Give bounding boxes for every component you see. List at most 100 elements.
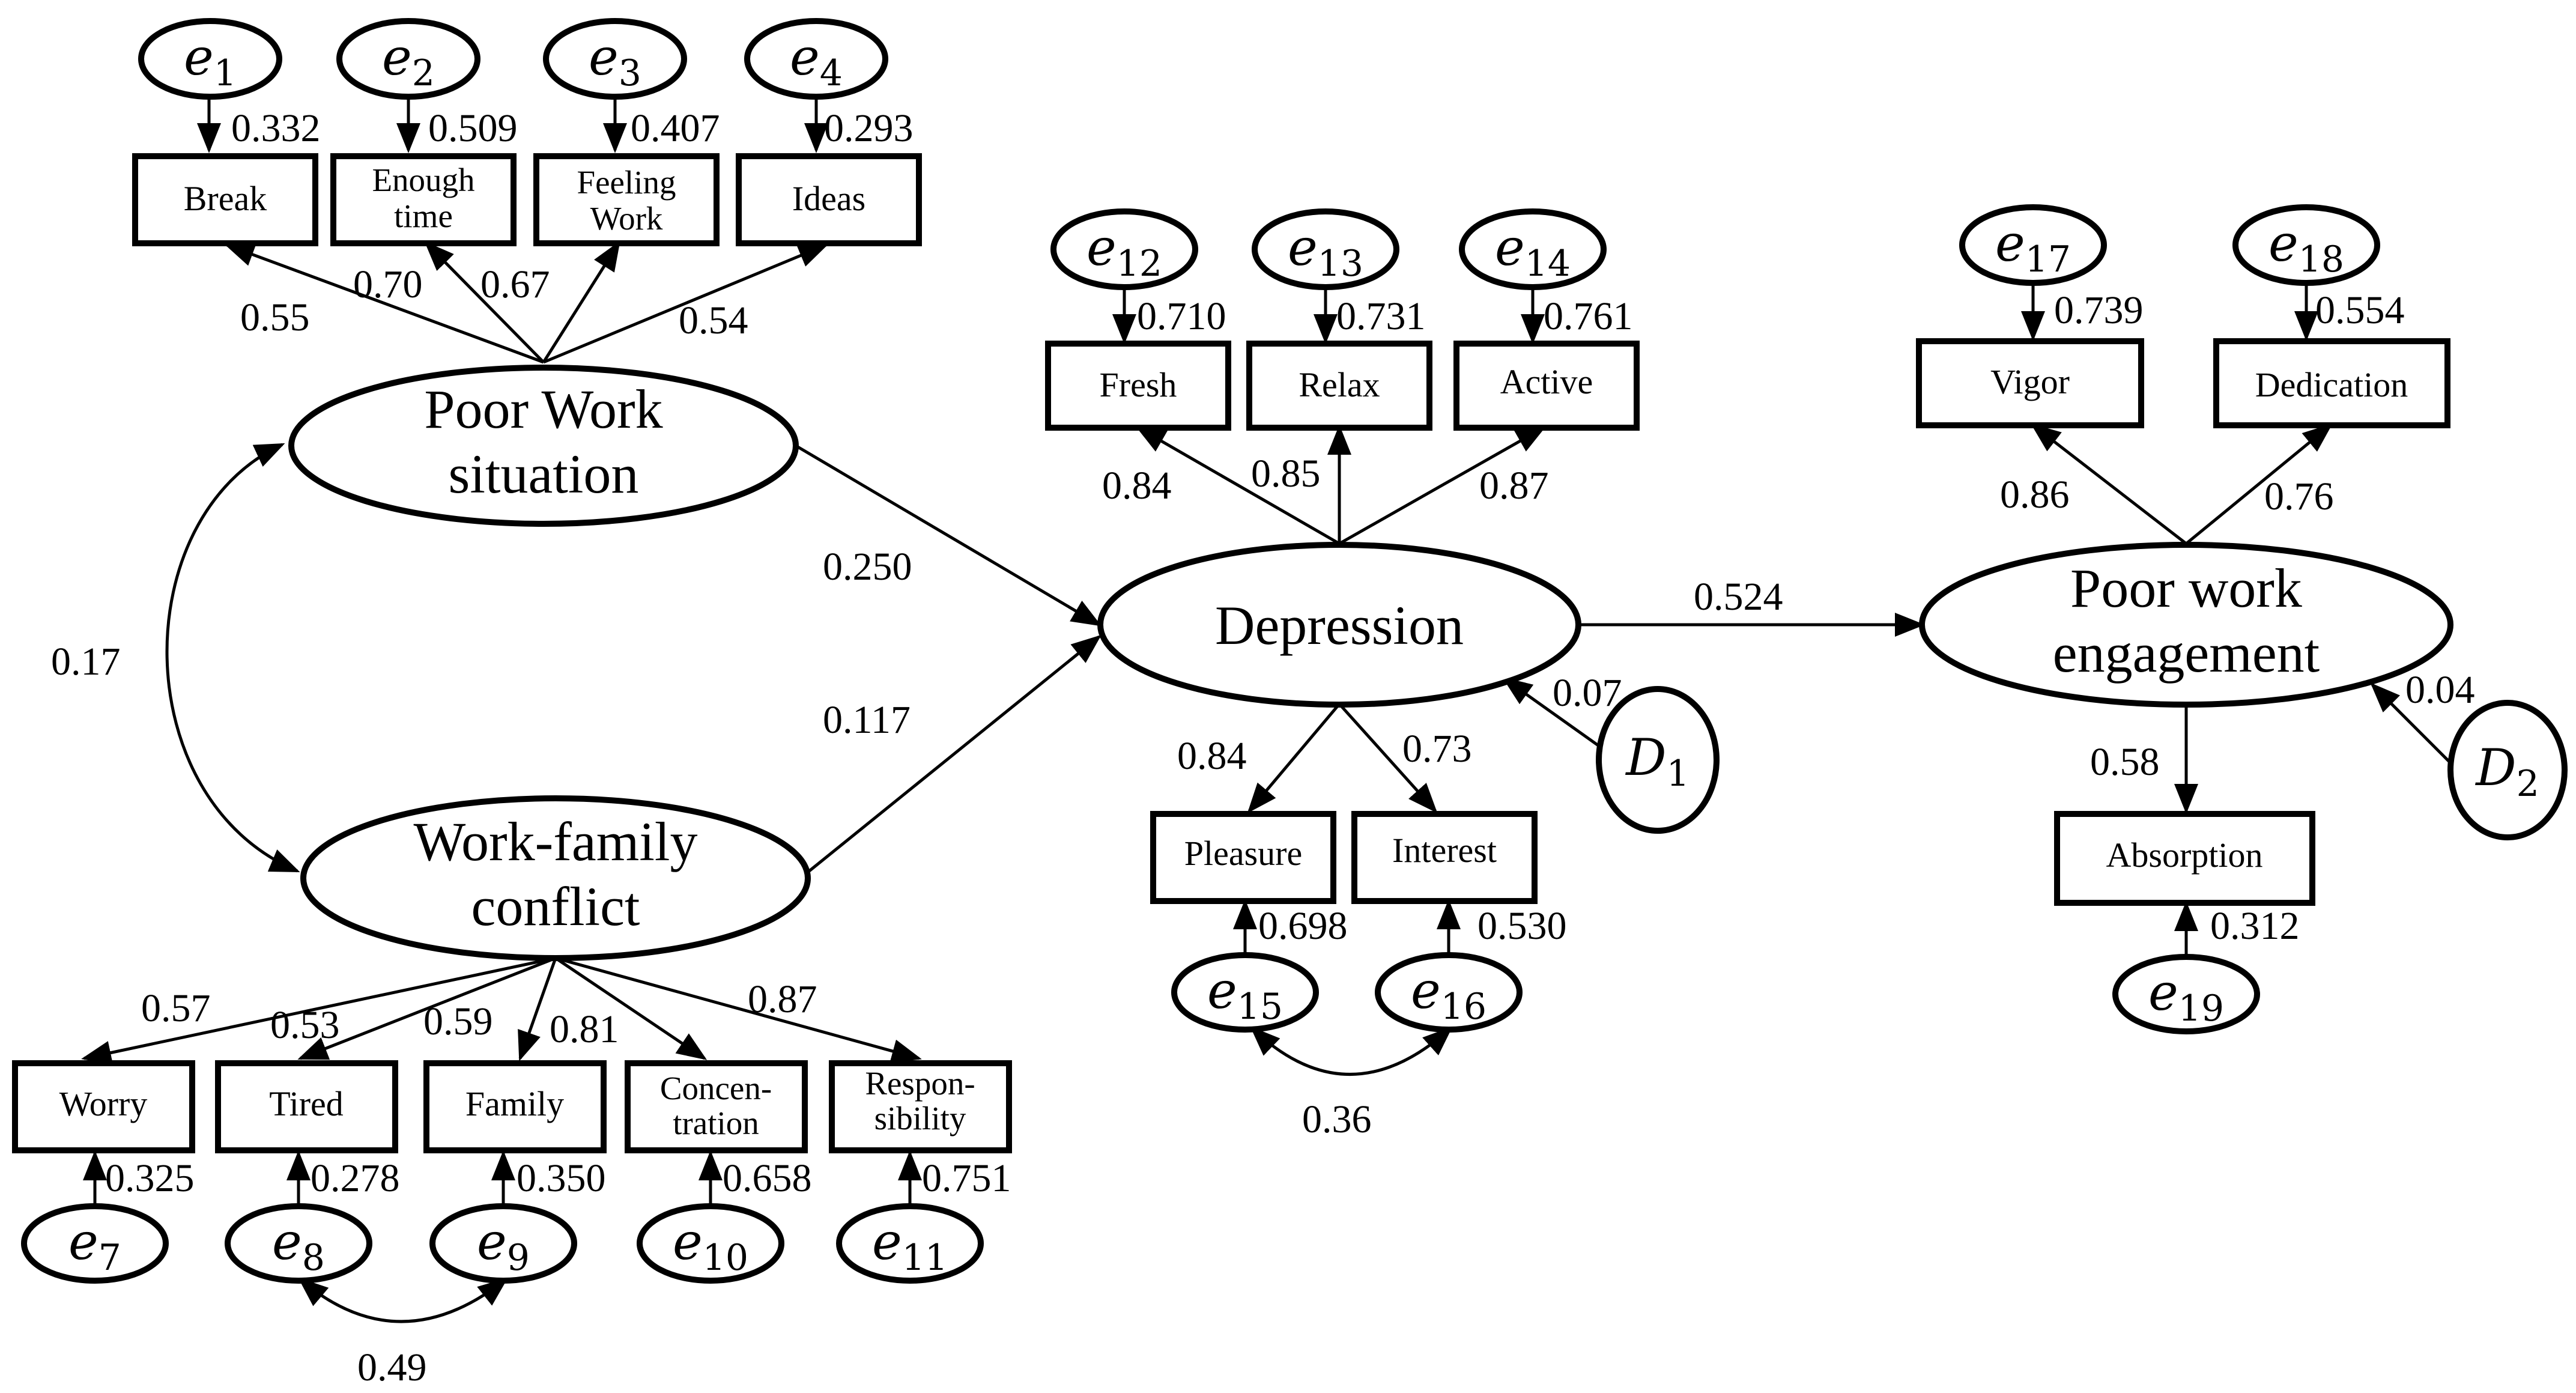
svg-text:Relax: Relax (1299, 365, 1380, 404)
error-value-e14: 0.761 (1544, 294, 1633, 338)
loading-arrow-dedication (2185, 423, 2333, 545)
error-term-e19: e19 (2112, 954, 2260, 1034)
loading-enough-time: 0.70 (353, 263, 423, 306)
error-term-e14: e14 (1459, 208, 1607, 290)
error-value-e2: 0.509 (428, 106, 518, 150)
loading-arrow-worry (81, 956, 556, 1065)
error-value-e16: 0.530 (1477, 904, 1567, 948)
loading-arrow-enough-time (424, 241, 545, 363)
loading-break: 0.55 (240, 296, 310, 339)
svg-text:D1: D1 (1625, 728, 1690, 795)
svg-text:e17: e17 (1995, 214, 2071, 281)
covariance-pws-wfc (165, 443, 300, 873)
loading-arrow-family (518, 957, 557, 1061)
indicator-absorption: Absorption (2054, 811, 2315, 906)
error-value-e8: 0.278 (311, 1156, 400, 1200)
error-term-e17: e17 (1959, 204, 2107, 286)
loading-fresh: 0.84 (1102, 464, 1172, 508)
path-pws-to-depression (795, 444, 1102, 627)
loading-dedication: 0.76 (2264, 475, 2334, 518)
svg-text:e1: e1 (184, 28, 237, 94)
loading-arrow-fresh (1135, 426, 1341, 545)
svg-text:e15: e15 (1207, 961, 1283, 1028)
error-value-e10: 0.658 (723, 1156, 812, 1200)
path-coef-pws-depression: 0.250 (823, 545, 912, 589)
disturbance-value-d1: 0.07 (1553, 671, 1622, 715)
svg-text:e9: e9 (477, 1212, 530, 1279)
loading-active: 0.87 (1479, 464, 1549, 508)
loading-arrow-tired (297, 956, 556, 1060)
indicator-tired: Tired (215, 1060, 398, 1153)
svg-text:Concen-tration: Concen-tration (660, 1070, 772, 1141)
svg-text:e10: e10 (673, 1212, 748, 1279)
svg-text:Break: Break (184, 179, 267, 218)
loading-concentration: 0.81 (550, 1007, 619, 1051)
loading-interest: 0.73 (1402, 727, 1472, 771)
error-value-e4: 0.293 (824, 106, 914, 150)
svg-text:Absorption: Absorption (2106, 836, 2263, 875)
path-coef-depression-engagement: 0.524 (1694, 575, 1783, 619)
error-term-e8: e8 (225, 1203, 372, 1284)
indicator-break: Break (132, 153, 318, 246)
indicator-pleasure: Pleasure (1150, 811, 1336, 904)
loading-arrow-pleasure (1247, 703, 1341, 813)
error-term-e18: e18 (2232, 204, 2380, 286)
disturbance-term-d1: D1 (1596, 686, 1720, 834)
svg-text:e13: e13 (1288, 218, 1363, 285)
loading-arrow-active (1338, 426, 1547, 545)
loading-arrow-concentration (554, 956, 708, 1060)
loading-tired: 0.53 (270, 1003, 340, 1047)
loading-feeling-work: 0.67 (480, 263, 550, 306)
indicator-interest: Interest (1351, 811, 1538, 904)
disturbance-arrow-d2 (2370, 682, 2464, 776)
indicator-family: Family (423, 1060, 607, 1153)
error-term-e16: e16 (1375, 952, 1523, 1033)
svg-text:Tired: Tired (269, 1084, 344, 1123)
path-coef-wfc-depression: 0.117 (823, 698, 911, 742)
error-term-e2: e2 (336, 18, 480, 100)
error-term-e10: e10 (637, 1203, 784, 1284)
error-value-e3: 0.407 (631, 106, 720, 150)
error-term-e1: e1 (138, 18, 282, 100)
loading-arrow-ideas (543, 243, 829, 364)
svg-text:e18: e18 (2268, 214, 2344, 281)
indicator-relax: Relax (1246, 341, 1432, 431)
loading-absorption: 0.58 (2090, 740, 2160, 784)
svg-text:Fresh: Fresh (1100, 365, 1177, 404)
svg-text:Worry: Worry (59, 1084, 148, 1123)
indicator-responsibility: Respon-sibility (829, 1060, 1012, 1153)
error-value-e18: 0.554 (2315, 288, 2405, 332)
disturbance-term-d2: D2 (2447, 700, 2568, 840)
latent-depression: Depression (1097, 542, 1581, 708)
path-wfc-to-depression (801, 634, 1102, 878)
svg-text:Pleasure: Pleasure (1184, 834, 1303, 873)
error-value-e1: 0.332 (231, 106, 321, 150)
loading-pleasure: 0.84 (1177, 734, 1247, 778)
error-value-e15: 0.698 (1258, 904, 1348, 948)
indicator-active: Active (1453, 341, 1640, 431)
svg-text:e14: e14 (1495, 218, 1571, 285)
error-value-e9: 0.350 (517, 1156, 606, 1200)
svg-text:Active: Active (1500, 362, 1593, 401)
svg-text:Vigor: Vigor (1990, 362, 2070, 401)
loading-relax: 0.85 (1251, 452, 1321, 496)
loading-vigor: 0.86 (2000, 473, 2070, 517)
error-term-e15: e15 (1171, 952, 1319, 1033)
error-value-e11: 0.751 (922, 1156, 1011, 1200)
error-term-e12: e12 (1050, 208, 1198, 290)
svg-text:D2: D2 (2474, 738, 2539, 805)
loading-arrow-break (224, 243, 544, 364)
covariance-e8-e9 (298, 1277, 508, 1323)
loading-responsibility: 0.87 (748, 977, 817, 1021)
svg-text:e8: e8 (272, 1212, 325, 1279)
loading-arrow-feeling-work (542, 240, 620, 363)
